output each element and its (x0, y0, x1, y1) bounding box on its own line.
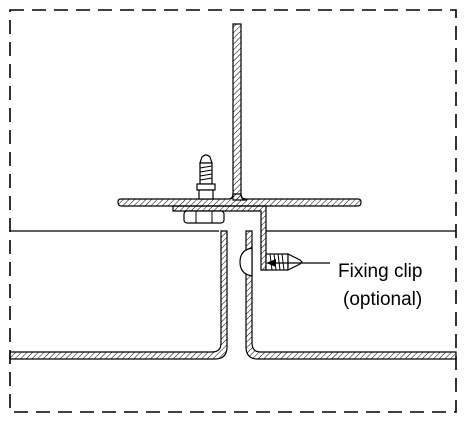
nut-icon (183, 210, 225, 224)
left-panel-profile (9, 230, 228, 360)
dashed-border (9, 9, 457, 413)
right-panel-profile (245, 230, 457, 360)
fixing-clip-label-line1: Fixing clip (338, 261, 422, 282)
screw-icon (196, 154, 216, 200)
tee-vertical-flange (232, 23, 248, 201)
side-screw-icon (239, 247, 303, 277)
angle-clip (172, 205, 267, 271)
leader-arrow (266, 259, 330, 267)
fixing-clip-label-line2: (optional) (343, 289, 422, 310)
tee-base-plate (117, 193, 362, 207)
